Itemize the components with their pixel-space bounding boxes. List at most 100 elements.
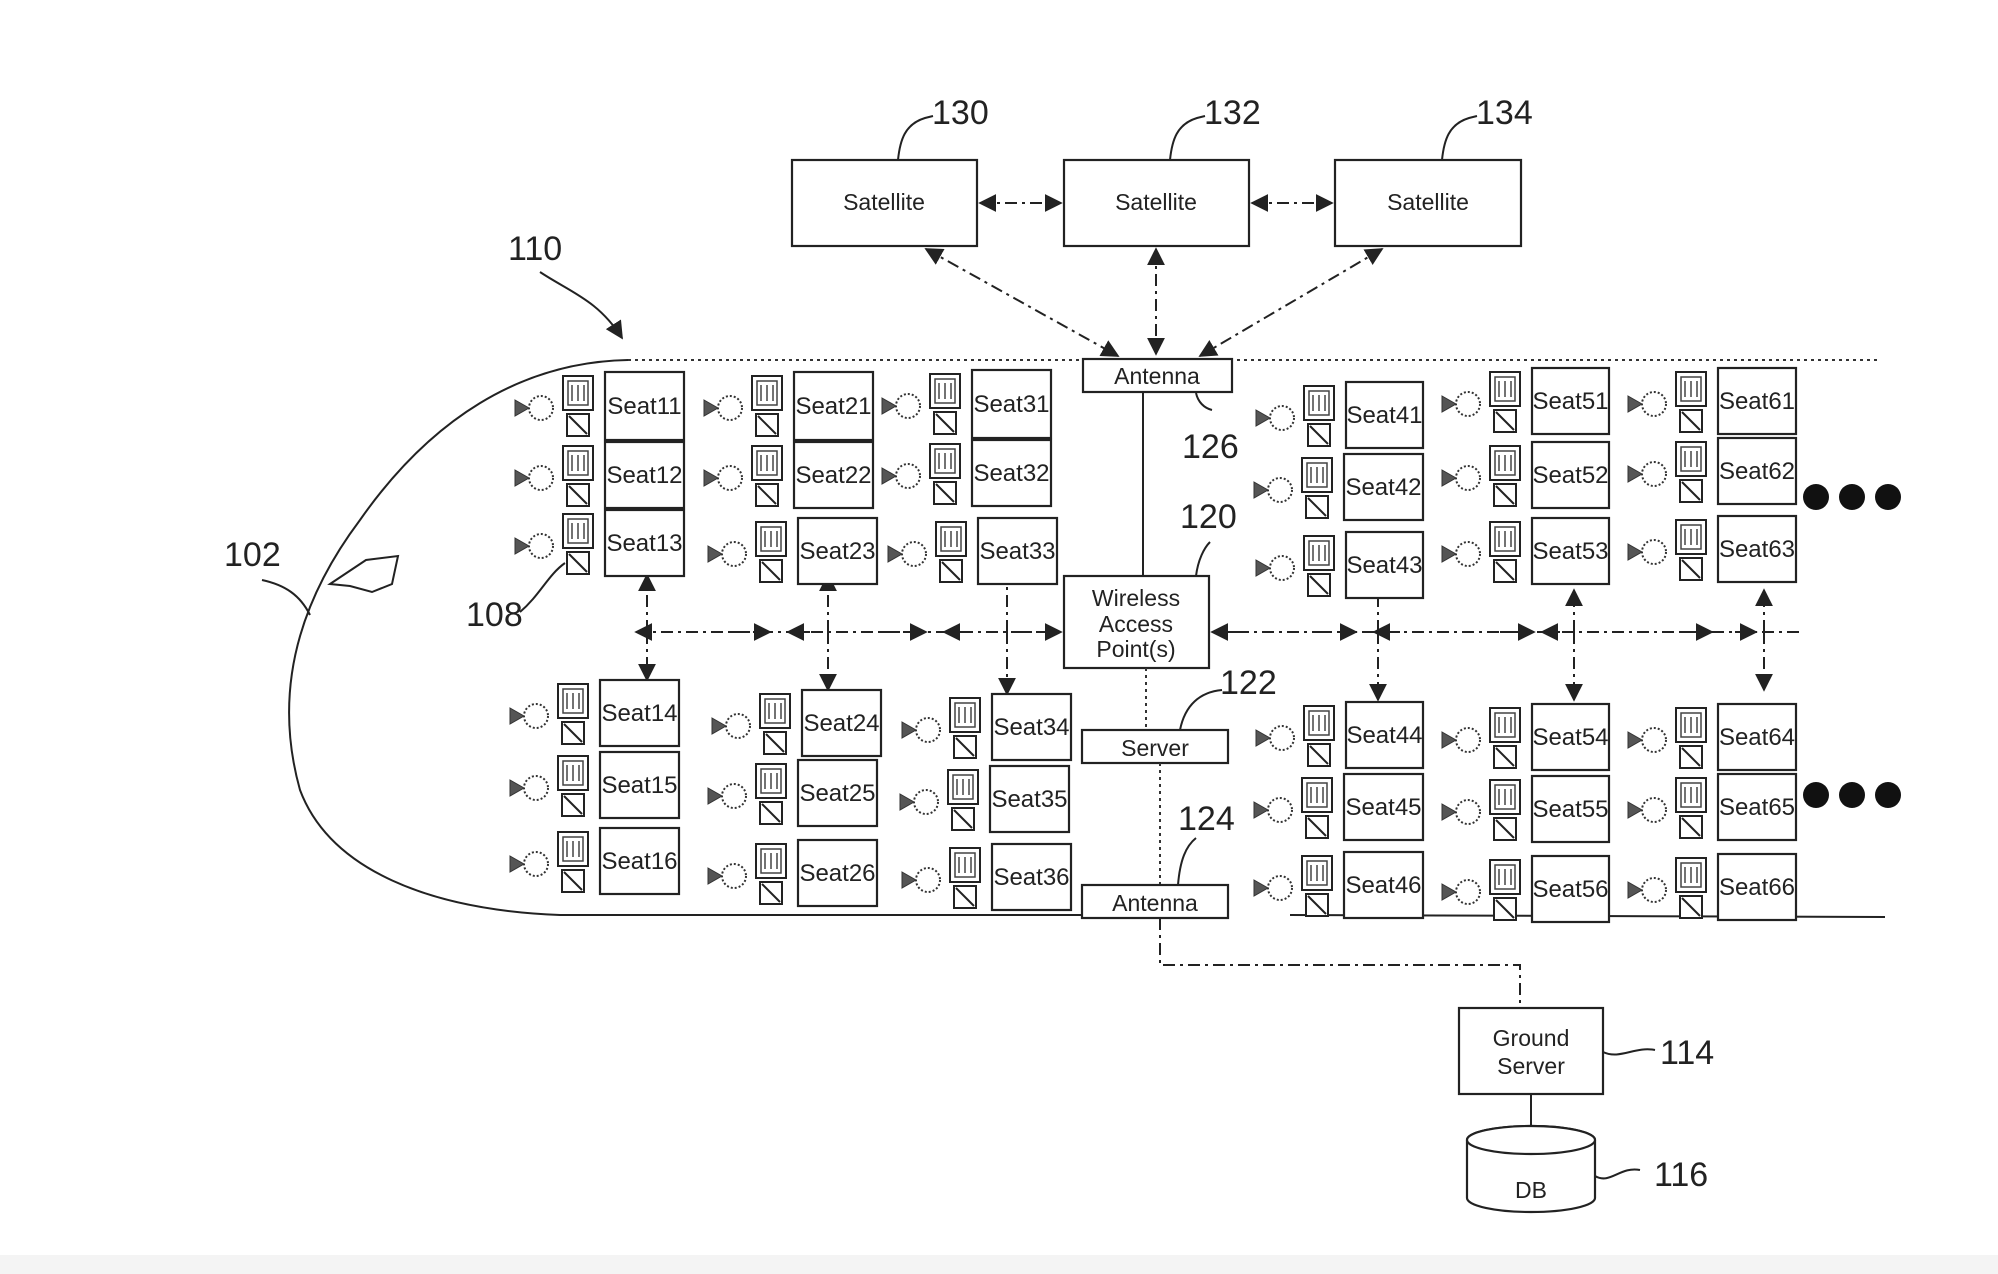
- device-icon: [1303, 535, 1335, 597]
- passenger-icon: [1441, 799, 1481, 825]
- link-sat130-antenna: [924, 248, 1120, 357]
- device-icon: [1675, 777, 1707, 839]
- ref-132: 132: [1204, 94, 1261, 132]
- seat-25: Seat25: [707, 758, 879, 828]
- device-icon: [557, 755, 589, 817]
- device-icon: [947, 769, 979, 831]
- seat-63: Seat63: [1627, 514, 1798, 584]
- seat-51: Seat51: [1441, 366, 1611, 436]
- seat-label: Seat34: [993, 714, 1069, 741]
- passenger-icon: [1627, 391, 1667, 417]
- passenger-icon: [901, 867, 941, 893]
- seat-46: Seat46: [1253, 850, 1425, 920]
- device-icon: [935, 521, 967, 583]
- seat-label: Seat64: [1719, 724, 1795, 751]
- seat-label: Seat62: [1719, 458, 1795, 485]
- seat-65: Seat65: [1627, 772, 1798, 842]
- ref-114: 114: [1660, 1034, 1714, 1072]
- seat-label: Seat65: [1719, 794, 1795, 821]
- passenger-icon: [514, 395, 554, 421]
- antenna-126: Antenna: [1081, 357, 1234, 394]
- seat-62: Seat62: [1627, 436, 1798, 506]
- passenger-icon: [1627, 461, 1667, 487]
- passenger-icon: [514, 465, 554, 491]
- seat-label: Seat24: [803, 710, 879, 737]
- passenger-icon: [1441, 727, 1481, 753]
- ref-102-leader: [261, 579, 311, 616]
- seat-23: Seat23: [707, 516, 879, 586]
- server-label: Server: [1121, 735, 1189, 761]
- ref-130: 130: [932, 94, 989, 132]
- seat-21: Seat21: [703, 370, 875, 442]
- seat-label: Seat12: [606, 462, 682, 489]
- seat-54: Seat54: [1441, 702, 1611, 772]
- ref-120-leader: [1195, 541, 1211, 577]
- seat-label: Seat45: [1345, 794, 1421, 821]
- device-icon: [949, 697, 981, 759]
- device-icon: [557, 683, 589, 745]
- seat-label: Seat22: [795, 462, 871, 489]
- device-icon: [929, 373, 961, 435]
- satellite-132: Satellite: [1062, 158, 1251, 248]
- device-icon: [1675, 371, 1707, 433]
- device-icon: [562, 375, 594, 437]
- more-seats-upper: [1803, 484, 1901, 510]
- device-icon: [929, 443, 961, 505]
- device-icon: [759, 693, 791, 755]
- seat-label: Seat31: [973, 391, 1049, 418]
- seat-12: Seat12: [514, 440, 686, 510]
- seat-52: Seat52: [1441, 440, 1611, 510]
- passenger-icon: [509, 851, 549, 877]
- satellite-134: Satellite: [1333, 158, 1523, 248]
- seat-label: Seat51: [1532, 388, 1608, 415]
- satellite-132-label: Satellite: [1115, 189, 1197, 215]
- seat-61: Seat61: [1627, 366, 1798, 436]
- seat-13: Seat13: [514, 508, 686, 578]
- seat-label: Seat25: [799, 780, 875, 807]
- seat-label: Seat23: [799, 538, 875, 565]
- seat-label: Seat14: [601, 700, 677, 727]
- seat-43: Seat43: [1255, 530, 1425, 600]
- seat-36: Seat36: [901, 842, 1073, 912]
- passenger-icon: [1627, 727, 1667, 753]
- seat-label: Seat15: [601, 772, 677, 799]
- ref-108: 108: [466, 596, 523, 634]
- server-122: Server: [1080, 728, 1230, 765]
- device-icon: [1301, 855, 1333, 917]
- seat-53: Seat53: [1441, 516, 1611, 586]
- antenna-126-label: Antenna: [1114, 363, 1200, 389]
- ref-116-leader: [1594, 1168, 1641, 1180]
- seat-45: Seat45: [1253, 772, 1425, 842]
- ref-110-arrow: [539, 271, 623, 340]
- seat-14: Seat14: [509, 678, 681, 748]
- ref-116: 116: [1654, 1156, 1708, 1194]
- seat-55: Seat55: [1441, 774, 1611, 844]
- passenger-icon: [899, 789, 939, 815]
- seat-34: Seat34: [901, 692, 1073, 762]
- seat-56: Seat56: [1441, 854, 1611, 924]
- device-icon: [751, 375, 783, 437]
- seat-label: Seat43: [1346, 552, 1422, 579]
- satellite-130: Satellite: [790, 158, 979, 248]
- link-sat134-antenna: [1198, 248, 1384, 357]
- seat-label: Seat46: [1345, 872, 1421, 899]
- seat-label: Seat13: [606, 530, 682, 557]
- ground-server-line2: Server: [1497, 1053, 1565, 1079]
- seat-41: Seat41: [1255, 380, 1425, 450]
- seat-label: Seat41: [1346, 402, 1422, 429]
- device-icon: [1675, 519, 1707, 581]
- device-icon: [562, 445, 594, 507]
- seat-32: Seat32: [881, 438, 1053, 508]
- seat-15: Seat15: [509, 750, 681, 820]
- db-label: DB: [1515, 1177, 1547, 1203]
- seat-label: Seat55: [1532, 796, 1608, 823]
- seat-31: Seat31: [881, 368, 1053, 440]
- passenger-icon: [509, 775, 549, 801]
- seat-label: Seat11: [607, 393, 681, 420]
- device-icon: [949, 847, 981, 909]
- passenger-icon: [1253, 875, 1293, 901]
- seat-label: Seat63: [1719, 536, 1795, 563]
- wap-line2: Access: [1099, 611, 1173, 637]
- ref-120: 120: [1180, 498, 1237, 536]
